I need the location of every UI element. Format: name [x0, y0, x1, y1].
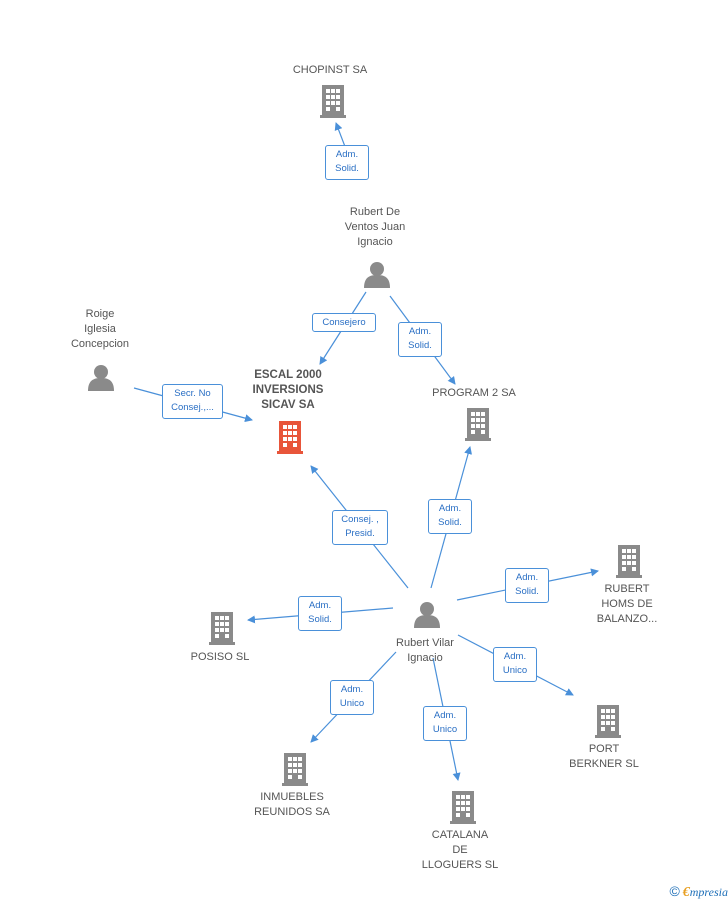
node-label-inmuebles[interactable]: INMUEBLES REUNIDOS SA	[254, 791, 330, 818]
copyright-symbol: ©	[669, 883, 680, 899]
node-label-roige[interactable]: Roige Iglesia Concepcion	[70, 308, 130, 350]
edge-label: Adm. Unico	[423, 706, 467, 741]
building-icon	[282, 753, 308, 786]
node-label-port-berkner[interactable]: PORT BERKNER SL	[569, 743, 639, 770]
person-icon	[88, 365, 114, 391]
edge-label: Adm. Solid.	[298, 596, 342, 631]
building-icon	[450, 791, 476, 824]
brand-name: mpresia	[689, 885, 728, 899]
edge-label: Adm. Solid.	[505, 568, 549, 603]
node-label-chopinst[interactable]: CHOPINST SA	[292, 64, 368, 76]
edge-label: Adm. Solid.	[428, 499, 472, 534]
edge-label: Adm. Unico	[330, 680, 374, 715]
node-label-escal[interactable]: ESCAL 2000 INVERSIONS SICAV SA	[252, 369, 324, 411]
building-icon	[320, 85, 346, 118]
edge-label: Adm. Unico	[493, 647, 537, 682]
edge-label: Adm. Solid.	[398, 322, 442, 357]
brand-logo: ©€mpresia	[669, 883, 728, 901]
node-label-rubert-homs[interactable]: RUBERT HOMS DE BALANZO...	[596, 583, 658, 625]
brand-initial: €	[682, 885, 690, 900]
node-label-program2[interactable]: PROGRAM 2 SA	[432, 387, 516, 399]
edge-label: Secr. No Consej.,...	[162, 384, 223, 419]
edge-label: Consej. , Presid.	[332, 510, 388, 545]
node-label-catalana[interactable]: CATALANA DE LLOGUERS SL	[421, 829, 499, 871]
node-label-rubert-de-ventos[interactable]: Rubert De Ventos Juan Ignacio	[344, 206, 406, 248]
node-label-rubert-vilar[interactable]: Rubert Vilar Ignacio	[396, 637, 454, 664]
central-building-icon	[277, 421, 303, 454]
node-label-posiso[interactable]: POSISO SL	[190, 651, 250, 663]
edge-label: Adm. Solid.	[325, 145, 369, 180]
building-icon	[209, 612, 235, 645]
person-icon	[364, 262, 390, 288]
building-icon	[616, 545, 642, 578]
building-icon	[595, 705, 621, 738]
edge-label: Consejero	[312, 313, 376, 332]
building-icon	[465, 408, 491, 441]
person-icon	[414, 602, 440, 628]
